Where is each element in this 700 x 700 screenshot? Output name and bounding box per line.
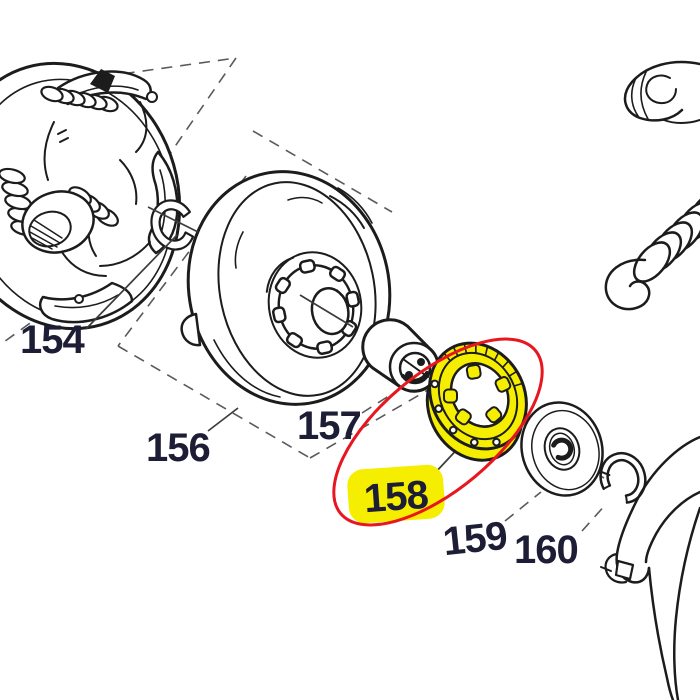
dashed-group-box-drum — [117, 130, 429, 459]
lever-part-drawing — [600, 435, 700, 700]
part-label-157[interactable]: 157 — [297, 404, 362, 448]
part-label-158[interactable]: 158 — [362, 472, 430, 522]
rim-sprocket-drawing[interactable] — [404, 325, 550, 477]
tension-spring-drawing — [604, 191, 700, 311]
part-label-159[interactable]: 159 — [440, 513, 509, 565]
highlight-ellipse — [332, 337, 544, 527]
washer-drawing[interactable] — [511, 393, 614, 505]
cylinder-part-drawing — [623, 60, 700, 124]
part-label-154[interactable]: 154 — [20, 318, 85, 362]
label-highlight-patch — [347, 464, 445, 524]
needle-bearing-drawing[interactable] — [361, 318, 440, 393]
clutch-assembly-drawing[interactable] — [0, 36, 211, 356]
part-label-156[interactable]: 156 — [146, 426, 211, 470]
part-label-160[interactable]: 160 — [514, 528, 579, 572]
clutch-drum-drawing[interactable] — [167, 153, 411, 423]
